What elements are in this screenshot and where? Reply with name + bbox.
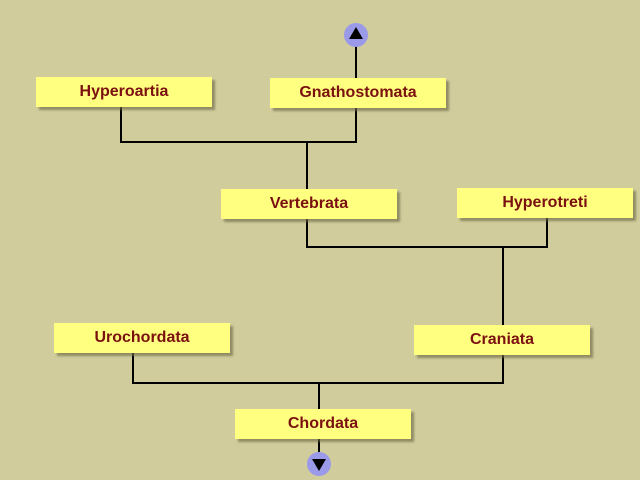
node-hyperoartia-label: Hyperoartia xyxy=(79,83,169,100)
node-chordata-label: Chordata xyxy=(287,415,359,432)
down-arrow-icon[interactable] xyxy=(307,452,331,476)
node-craniata-label: Craniata xyxy=(469,331,535,348)
node-urochordata[interactable]: Urochordata xyxy=(54,323,230,353)
node-vertebrata-label: Vertebrata xyxy=(269,195,349,212)
up-arrow-icon[interactable] xyxy=(344,23,368,47)
connector-urochordata-craniata xyxy=(132,351,504,384)
node-vertebrata[interactable]: Vertebrata xyxy=(221,189,397,219)
node-craniata[interactable]: Craniata xyxy=(414,325,590,355)
node-gnathostomata-label: Gnathostomata xyxy=(299,84,417,101)
node-chordata[interactable]: Chordata xyxy=(235,409,411,439)
node-hyperotreti-label: Hyperotreti xyxy=(502,194,588,211)
node-hyperoartia[interactable]: Hyperoartia xyxy=(36,77,212,107)
node-hyperotreti[interactable]: Hyperotreti xyxy=(457,188,633,218)
connector-hyperoartia-gnathostomata xyxy=(120,104,357,143)
node-urochordata-label: Urochordata xyxy=(94,329,190,346)
connector-vertebrata-hyperotreti xyxy=(306,216,548,248)
node-gnathostomata[interactable]: Gnathostomata xyxy=(270,78,446,108)
